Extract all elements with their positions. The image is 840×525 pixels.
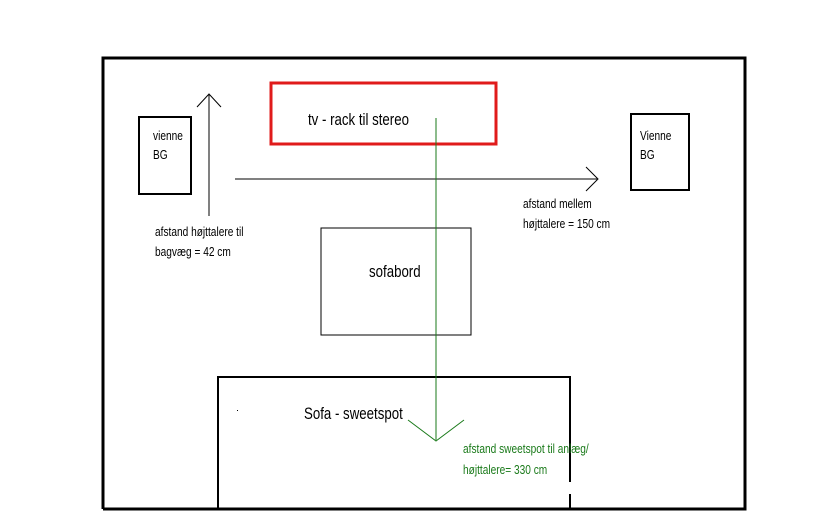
speaker-distance-label-line1: afstand mellem — [523, 196, 592, 211]
sofa-box — [217, 376, 571, 509]
sweetspot-distance-label-line1: afstand sweetspot til anlæg/ — [463, 441, 589, 456]
tv-rack-box — [269, 81, 498, 146]
speaker-left-label-line2: BG — [153, 147, 168, 162]
wall-distance-label-line2: bagvæg = 42 cm — [155, 244, 231, 259]
speaker-distance-label-line2: højttalere = 150 cm — [523, 216, 611, 231]
sweetspot-distance-arrow — [407, 118, 465, 442]
room-outline — [101, 56, 747, 511]
sofa-label: Sofa - sweetspot — [304, 404, 403, 423]
speaker-right-label-line1: Vienne — [640, 128, 672, 143]
speaker-right-box — [630, 113, 690, 191]
wall-distance-label-line1: afstand højttalere til — [155, 224, 244, 239]
sofa-dot — [237, 410, 238, 411]
wall-distance-arrow — [196, 93, 222, 216]
speaker-left-label-line1: vienne — [153, 128, 183, 143]
speaker-left-box — [138, 116, 192, 195]
tv-rack-label: tv - rack til stereo — [308, 110, 409, 129]
speaker-right-label-line2: BG — [640, 147, 655, 162]
coffee-table-label: sofabord — [369, 262, 421, 281]
coffee-table-box — [320, 227, 472, 336]
sweetspot-distance-label-line2: højttalere= 330 cm — [463, 462, 548, 477]
speaker-distance-arrow — [235, 166, 599, 192]
